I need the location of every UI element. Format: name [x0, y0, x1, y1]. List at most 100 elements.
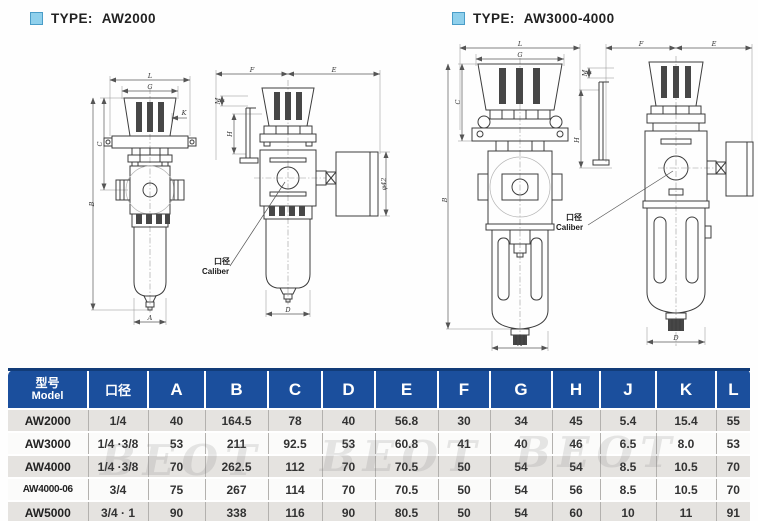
- type-value: AW2000: [101, 10, 156, 26]
- table-row: AW4000-06 3/4 75 267 114 70 70.5 50 54 5…: [8, 477, 750, 501]
- sight-window: [530, 237, 543, 301]
- model-header-en: Model: [31, 390, 64, 402]
- dim-cell: 8.0: [656, 431, 717, 455]
- dim-cell: 10.5: [656, 454, 717, 478]
- dim-cell: 80.5: [375, 500, 439, 521]
- filter-regulator-unit: [592, 61, 754, 331]
- port-circle: [142, 182, 158, 198]
- model-header-cn: 型号: [35, 376, 60, 390]
- port-circle: [276, 166, 300, 190]
- dim-cell: 5.4: [600, 408, 657, 432]
- col-header-dim: B: [205, 368, 269, 409]
- dim-cell: 70: [322, 454, 376, 478]
- dim-cell: 8.5: [600, 477, 657, 501]
- dim-cell: 164.5: [205, 408, 269, 432]
- table-row: AW3000 1/4 ·3/8 53 211 92.5 53 60.8 41 4…: [8, 431, 750, 455]
- regulator-unit: [103, 97, 197, 311]
- dim-cell: 70: [148, 454, 206, 478]
- pressure-gauge: [725, 141, 754, 197]
- drain: [279, 287, 297, 295]
- col-header-dim: L: [716, 368, 750, 409]
- dim-label-H: H: [226, 131, 234, 138]
- dimension-table: 型号 Model 口径 A B C D E F G H J K L: [8, 368, 750, 521]
- dim-cell: 338: [205, 500, 269, 521]
- dim-cell: 90: [148, 500, 206, 521]
- dim-cell: 70: [716, 454, 750, 478]
- outlet-port: [551, 173, 563, 201]
- section-title: TYPE: AW2000: [51, 11, 156, 26]
- dim-label-F: F: [638, 40, 644, 48]
- type-label: TYPE:: [51, 10, 93, 26]
- dim-cell: 114: [268, 477, 323, 501]
- dim-label-gauge-dia: φ42: [380, 178, 388, 191]
- dim-label-K: K: [181, 109, 188, 117]
- type-label: TYPE:: [473, 10, 515, 26]
- col-header-dim: E: [375, 368, 439, 409]
- dim-cell: 70: [322, 477, 376, 501]
- dim-label-B: B: [441, 197, 449, 203]
- type-value: AW3000-4000: [523, 10, 615, 26]
- col-header-dim: J: [600, 368, 657, 409]
- sight-window: [653, 216, 667, 284]
- dim-cell: 112: [268, 454, 323, 478]
- outlet-port: [169, 179, 185, 201]
- caliber-label-en: Caliber: [556, 223, 583, 232]
- dim-cell: 53: [322, 431, 376, 455]
- dim-cell: 54: [490, 500, 553, 521]
- inlet-port: [115, 179, 131, 201]
- dim-label-B: B: [88, 201, 96, 207]
- dim-cell: 50: [438, 454, 491, 478]
- dim-label-L: L: [517, 40, 522, 48]
- model-cell: AW3000: [8, 431, 89, 455]
- caliber-callout: 口径 Caliber: [556, 170, 674, 232]
- dim-cell: 30: [438, 408, 491, 432]
- caliber-label-en: Caliber: [202, 267, 229, 276]
- dim-cell: 56: [552, 477, 601, 501]
- section-header-aw2000: TYPE: AW2000: [30, 10, 156, 26]
- dim-cell: 34: [490, 408, 553, 432]
- dim-cell: 60: [552, 500, 601, 521]
- dim-cell: 211: [205, 431, 269, 455]
- pressure-gauge: [335, 151, 379, 217]
- square-bullet-icon: [30, 11, 43, 25]
- dim-cell: 60.8: [375, 431, 439, 455]
- dim-cell: 53: [148, 431, 206, 455]
- col-header-caliber: 口径: [88, 368, 149, 409]
- dim-cell: 92.5: [268, 431, 323, 455]
- dim-cell: 91: [716, 500, 750, 521]
- dim-cell: 8.5: [600, 454, 657, 478]
- dim-label-C: C: [96, 141, 104, 146]
- dim-cell: 10: [600, 500, 657, 521]
- dim-label-D: D: [284, 306, 291, 314]
- dim-cell: 10.5: [656, 477, 717, 501]
- regulator-knob: [477, 63, 563, 111]
- model-cell: AW5000: [8, 500, 89, 521]
- caliber-leader-line: [587, 170, 674, 226]
- caliber-label-cn: 口径: [566, 212, 582, 222]
- dim-cell: 15.4: [656, 408, 717, 432]
- caliber-cell: 1/4 ·3/8: [88, 431, 149, 455]
- dim-cell: 45: [552, 408, 601, 432]
- model-cell: AW4000: [8, 454, 89, 478]
- col-header-model: 型号 Model: [8, 368, 89, 409]
- dim-cell: 40: [148, 408, 206, 432]
- col-header-dim: G: [490, 368, 553, 409]
- caliber-label-cn: 口径: [214, 256, 230, 266]
- col-header-dim: A: [148, 368, 206, 409]
- col-header-dim: C: [268, 368, 323, 409]
- port-circle: [511, 178, 529, 196]
- dim-label-D: D: [672, 334, 679, 342]
- caliber-cell: 1/4 ·3/8: [88, 454, 149, 478]
- aw2000-front-drawing: L G K C B A: [88, 72, 197, 325]
- dimension-table-wrap: 型号 Model 口径 A B C D E F G H J K L: [8, 368, 750, 521]
- gauge-connector: [706, 160, 717, 175]
- filter-bowl: [265, 218, 311, 289]
- dim-cell: 116: [268, 500, 323, 521]
- dim-label-E: E: [711, 40, 717, 48]
- table-row: AW5000 3/4 · 1 90 338 116 90 80.5 50 54 …: [8, 500, 750, 521]
- port-circle: [663, 155, 689, 181]
- aw3000-front-drawing: L G C B A: [441, 40, 581, 351]
- dim-cell: 50: [438, 500, 491, 521]
- col-header-dim: K: [656, 368, 717, 409]
- dim-cell: 11: [656, 500, 717, 521]
